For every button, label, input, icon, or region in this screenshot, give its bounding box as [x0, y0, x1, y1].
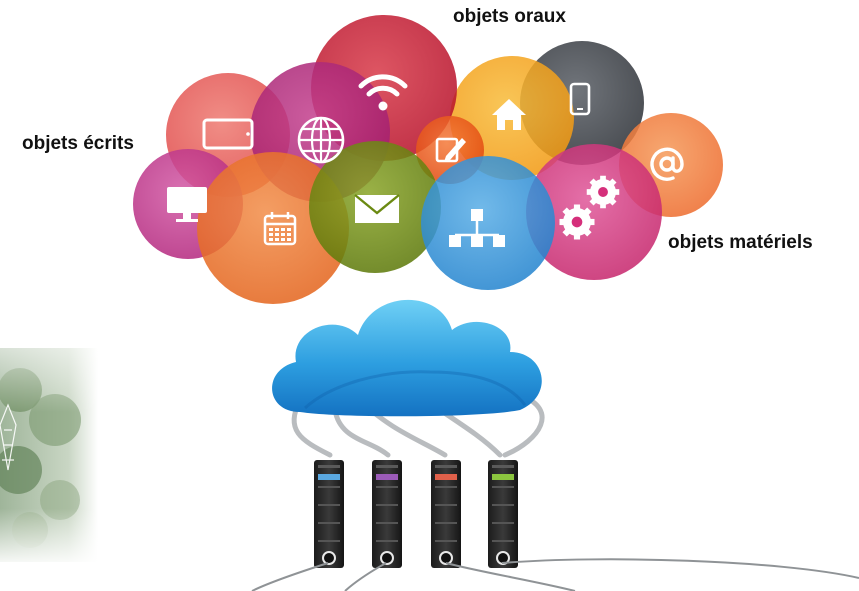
server-red: [431, 460, 461, 568]
label-objets-oraux: objets oraux: [453, 6, 566, 27]
server-purple: [372, 460, 402, 568]
home-icon: [492, 99, 526, 130]
at-sign-icon: [650, 147, 684, 181]
gears-icon: [559, 175, 620, 240]
monitor-icon: [167, 187, 207, 222]
edit-icon: [435, 137, 466, 163]
globe-icon: [297, 116, 345, 164]
server-rack: [314, 460, 518, 568]
wifi-icon: [358, 74, 408, 111]
mail-icon: [354, 194, 400, 223]
server-blue: [314, 460, 344, 568]
forest-photo: [0, 348, 98, 562]
gears-bubble: [526, 144, 662, 280]
server-green: [488, 460, 518, 568]
ground-cables: [251, 558, 859, 591]
label-objets-ecrits: objets écrits: [22, 133, 134, 154]
label-objets-materiels: objets matériels: [668, 232, 813, 253]
network-icon: [449, 209, 505, 247]
bubble-cluster: [133, 15, 723, 304]
bubble-icons: [167, 74, 684, 247]
cloud-icon: [272, 299, 542, 417]
network-bubble: [421, 156, 555, 290]
tablet-icon: [202, 118, 254, 150]
smartphone-icon: [569, 82, 591, 116]
calendar-icon: [263, 212, 297, 246]
